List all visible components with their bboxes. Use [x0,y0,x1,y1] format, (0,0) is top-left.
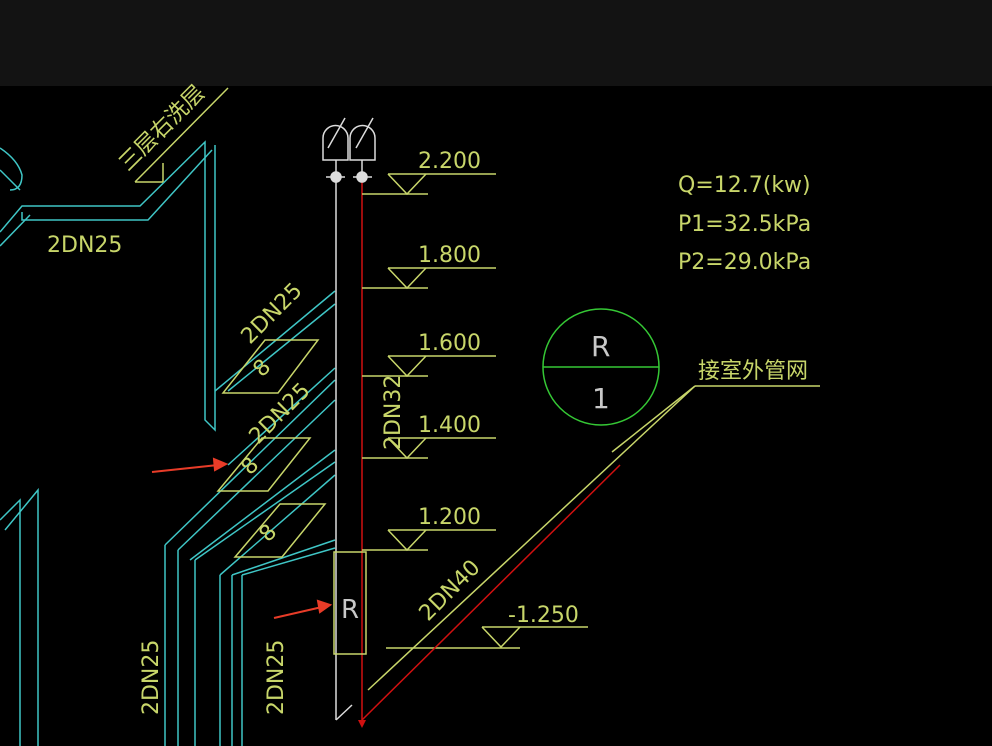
valve-leaders [216,339,327,558]
heater-box[interactable] [333,551,367,655]
branch-pipes [0,290,336,746]
supply-dn32-label: 2DN32 [381,375,406,450]
param-q: Q=12.7(kw) [678,173,811,198]
marker-bottom-text: 1 [592,382,610,415]
riser-marker[interactable] [542,308,660,426]
marker-top-text: R [591,330,610,363]
elevation-5: 1.200 [418,505,481,530]
annotation-arrows [151,457,333,619]
param-p2: P2=29.0kPa [678,250,811,275]
elevation-6: -1.250 [508,603,579,628]
floor-note-label: 三层右洗层 [115,81,210,176]
risers [335,178,366,728]
valve-symbol-2: 8 [237,453,265,481]
toolbar-area [0,0,992,86]
bottom-dn25-label-2: 2DN25 [264,640,289,715]
elevation-2: 1.800 [418,243,481,268]
param-p1: P1=32.5kPa [678,212,811,237]
upper-left-branch [0,140,216,432]
valve-heads [322,117,376,183]
floor-note-leader [134,87,229,183]
elevation-1: 2.200 [418,149,481,174]
branch-1-label: 2DN25 [237,278,308,349]
elevation-3: 1.600 [418,331,481,356]
main-pipe [361,385,820,721]
branch-top-label: 2DN25 [47,233,122,258]
elevation-marks [362,173,588,649]
outdoor-network-label: 接室外管网 [698,359,808,384]
bottom-dn25-label-1: 2DN25 [139,640,164,715]
heater-symbol: R [341,595,359,625]
elevation-4: 1.400 [418,413,481,438]
